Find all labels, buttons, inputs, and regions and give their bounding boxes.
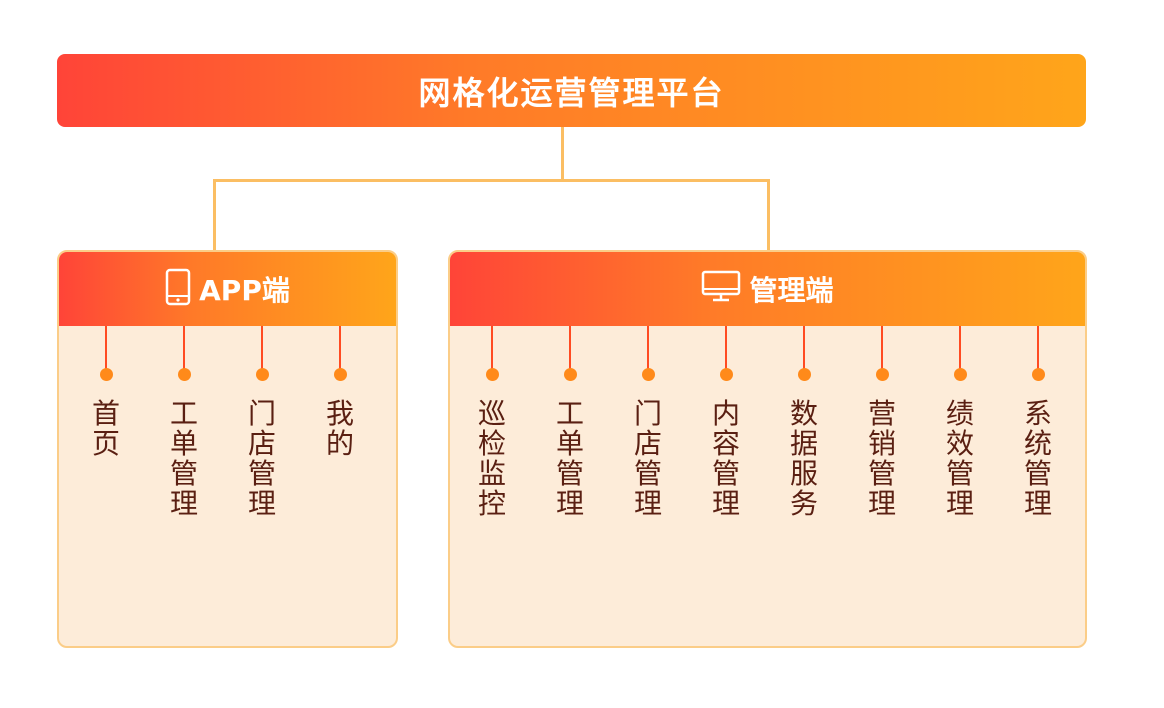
admin-item[interactable]: 绩效管理 <box>940 326 980 519</box>
app-item[interactable]: 首页 <box>86 326 126 459</box>
admin-panel-title: 管理端 <box>749 274 834 307</box>
item-node-dot <box>953 368 967 381</box>
item-connector-line <box>647 326 649 370</box>
app-panel: APP端 首页 工单管理 门店管理 我的 <box>57 250 398 648</box>
item-node-dot <box>485 368 499 381</box>
item-label: 首页 <box>91 397 120 460</box>
admin-item[interactable]: 门店管理 <box>628 326 668 519</box>
item-connector-line <box>881 326 883 370</box>
item-label: 内容管理 <box>711 397 740 520</box>
admin-item[interactable]: 工单管理 <box>550 326 590 519</box>
connector-app-branch <box>213 179 216 251</box>
item-label: 门店管理 <box>633 397 662 520</box>
app-item[interactable]: 我的 <box>320 326 360 459</box>
admin-item[interactable]: 巡检监控 <box>472 326 512 519</box>
item-connector-line <box>959 326 961 370</box>
admin-panel: 管理端 巡检监控 工单管理 门店管理 内容管理 数据服务 营销管理 绩效管理 系统管理 <box>448 250 1087 648</box>
admin-item[interactable]: 营销管理 <box>862 326 902 519</box>
admin-panel-header: 管理端 <box>450 252 1085 326</box>
connector-trunk <box>561 127 564 181</box>
app-panel-header: APP端 <box>59 252 396 326</box>
item-connector-line <box>339 326 341 370</box>
item-label: 门店管理 <box>247 397 276 520</box>
item-node-dot <box>1031 368 1045 381</box>
item-node-dot <box>563 368 577 381</box>
admin-item[interactable]: 系统管理 <box>1018 326 1058 519</box>
admin-item[interactable]: 内容管理 <box>706 326 746 519</box>
item-label: 巡检监控 <box>477 397 506 520</box>
item-node-dot <box>797 368 811 381</box>
connector-horizontal <box>213 179 770 182</box>
item-connector-line <box>569 326 571 370</box>
item-connector-line <box>183 326 185 370</box>
item-node-dot <box>333 368 347 381</box>
item-label: 我的 <box>325 397 354 460</box>
item-label: 工单管理 <box>169 397 198 520</box>
item-node-dot <box>641 368 655 381</box>
app-item[interactable]: 门店管理 <box>242 326 282 519</box>
app-panel-title: APP端 <box>199 274 290 307</box>
item-label: 工单管理 <box>555 397 584 520</box>
monitor-icon <box>701 270 741 308</box>
item-connector-line <box>105 326 107 370</box>
connector-admin-branch <box>767 179 770 251</box>
item-connector-line <box>491 326 493 370</box>
item-node-dot <box>719 368 733 381</box>
item-label: 绩效管理 <box>945 397 974 520</box>
item-node-dot <box>875 368 889 381</box>
item-connector-line <box>261 326 263 370</box>
platform-title-bar: 网格化运营管理平台 <box>57 54 1086 127</box>
item-label: 数据服务 <box>789 397 818 520</box>
item-connector-line <box>725 326 727 370</box>
app-item[interactable]: 工单管理 <box>164 326 204 519</box>
platform-title: 网格化运营管理平台 <box>418 73 725 112</box>
admin-item[interactable]: 数据服务 <box>784 326 824 519</box>
tablet-icon <box>165 268 191 310</box>
item-connector-line <box>803 326 805 370</box>
item-node-dot <box>255 368 269 381</box>
item-connector-line <box>1037 326 1039 370</box>
item-label: 营销管理 <box>867 397 896 520</box>
item-node-dot <box>177 368 191 381</box>
item-node-dot <box>99 368 113 381</box>
item-label: 系统管理 <box>1023 397 1052 520</box>
